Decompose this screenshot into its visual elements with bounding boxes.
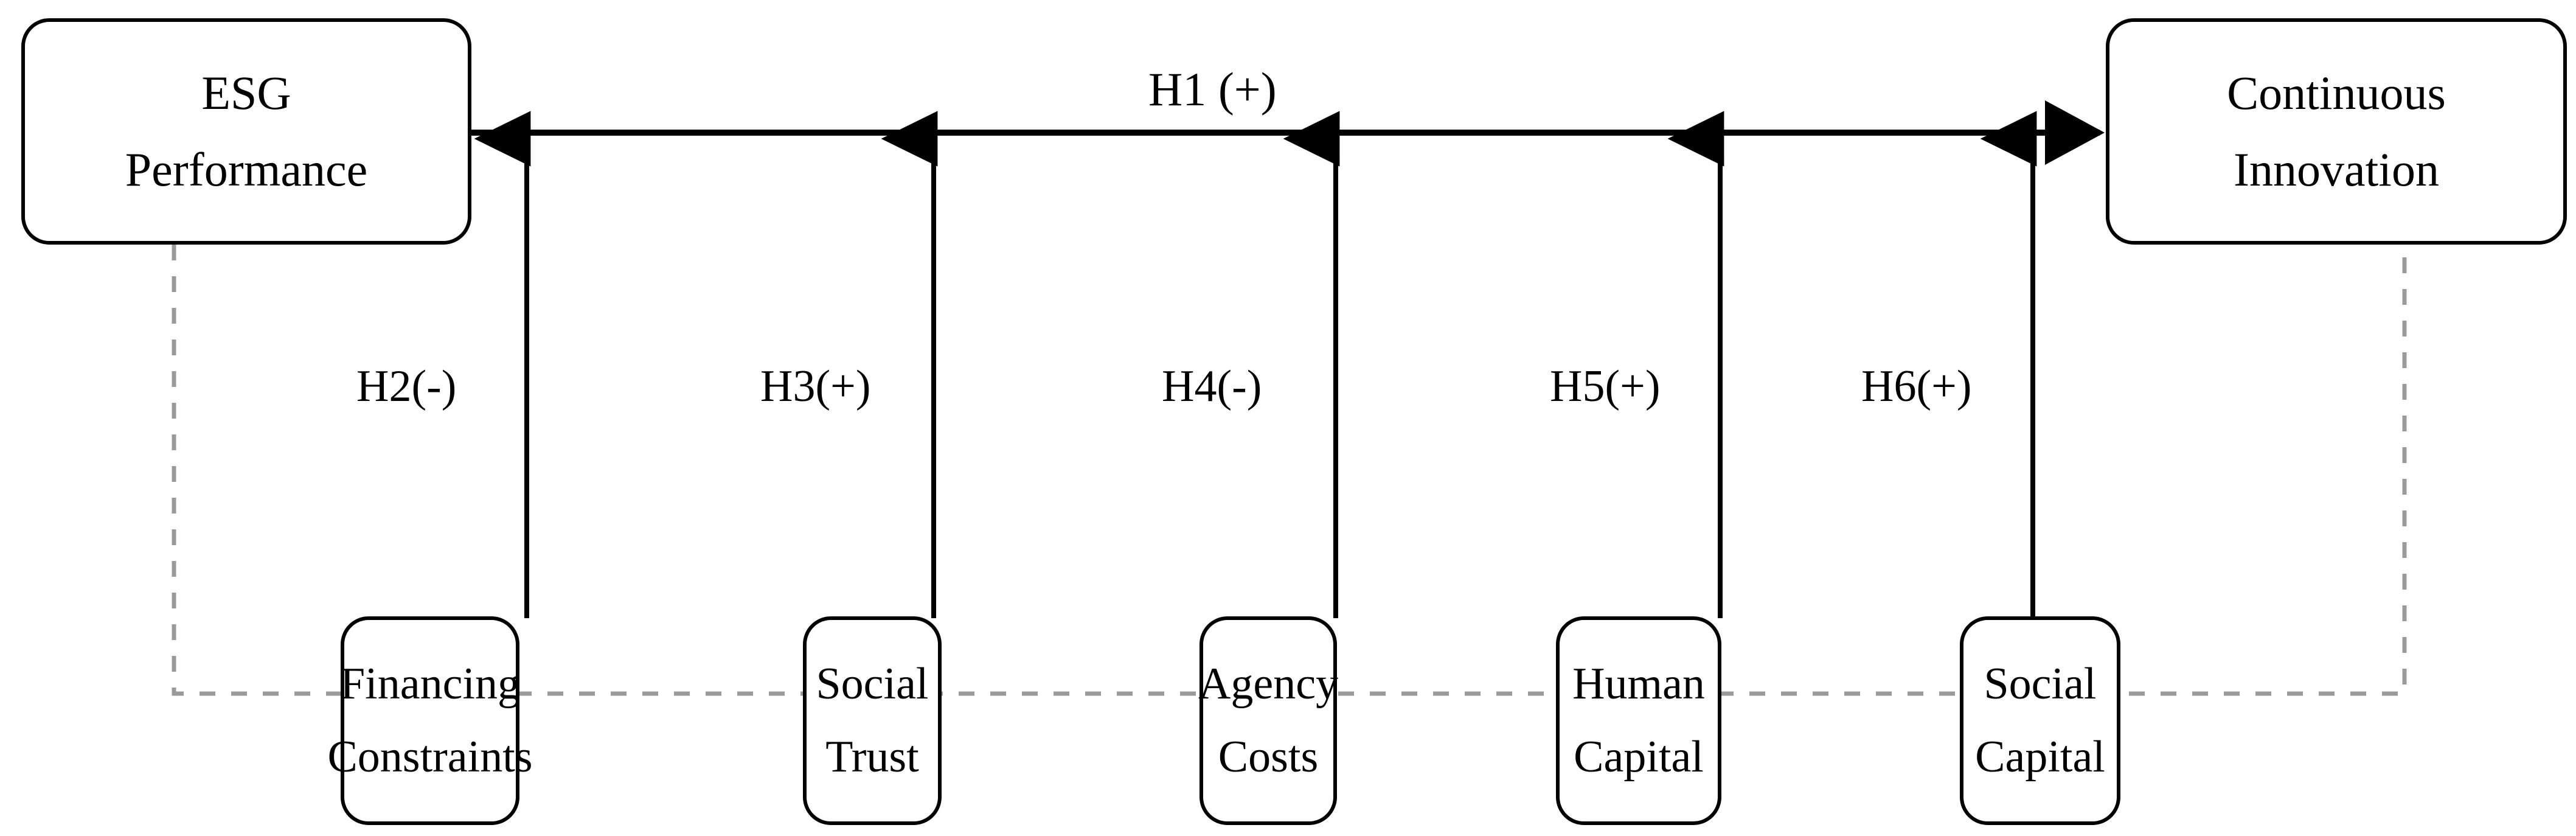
node-label-line1: Financing bbox=[340, 658, 520, 709]
hypothesis-label-h4: H4(-) bbox=[1162, 361, 1262, 411]
node-label-line2: Trust bbox=[825, 731, 919, 782]
node-label-line1: Human bbox=[1572, 658, 1705, 709]
hypothesis-label-h6: H6(+) bbox=[1861, 361, 1972, 411]
node-label-line2: Capital bbox=[1574, 731, 1704, 782]
node-social-trust[interactable]: Social Trust bbox=[803, 616, 942, 825]
node-label-line2: Capital bbox=[1975, 731, 2105, 782]
node-social-capital[interactable]: Social Capital bbox=[1960, 616, 2120, 825]
node-agency-costs[interactable]: Agency Costs bbox=[1198, 616, 1339, 825]
node-label-line2: Performance bbox=[125, 143, 368, 196]
node-label-line1: Continuous bbox=[2227, 66, 2446, 119]
node-esg-performance[interactable]: ESG Performance bbox=[21, 18, 471, 245]
node-label-line2: Costs bbox=[1218, 731, 1319, 782]
node-continuous-innovation[interactable]: Continuous Innovation bbox=[2106, 18, 2567, 245]
hypothesis-label-h2: H2(-) bbox=[356, 361, 457, 411]
node-label-line1: ESG bbox=[201, 66, 291, 119]
node-label-line2: Constraints bbox=[327, 731, 533, 782]
hypothesis-label-h1: H1 (+) bbox=[1148, 63, 1277, 116]
node-label-line1: Agency bbox=[1198, 658, 1339, 709]
node-label-line2: Innovation bbox=[2234, 143, 2439, 196]
node-human-capital[interactable]: Human Capital bbox=[1556, 616, 1721, 825]
hypothesis-label-h5: H5(+) bbox=[1550, 361, 1661, 411]
hypothesis-label-h3: H3(+) bbox=[760, 361, 871, 411]
node-financing-constraints[interactable]: Financing Constraints bbox=[327, 616, 533, 825]
node-label-line1: Social bbox=[1984, 658, 2097, 709]
node-label-line1: Social bbox=[816, 658, 929, 709]
